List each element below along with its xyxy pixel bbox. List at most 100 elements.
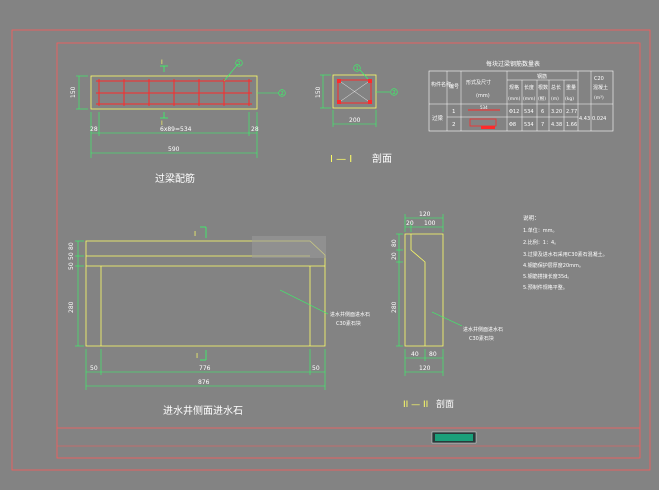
curb-marker-top: I: [194, 230, 196, 238]
curb-section-top-dim: 120: [419, 211, 431, 218]
table-row: 2 Φ8 534 7 4.38 1.66: [452, 118, 577, 129]
svg-text:1.66: 1.66: [566, 122, 577, 128]
curb-annotation-1: 进水井侧面进水石: [330, 311, 370, 318]
svg-text:规格: 规格: [509, 84, 519, 91]
curb-section-bottom-total: 120: [419, 365, 431, 372]
table-header-concrete-sub: 混凝土: [593, 84, 608, 91]
beam-left-end-dim: 28: [90, 126, 98, 133]
svg-text:重量: 重量: [566, 84, 576, 91]
section-title-roman: I — I: [330, 154, 352, 165]
svg-text:7: 7: [541, 122, 544, 128]
curb-section-title: 剖面: [436, 398, 454, 410]
table-header-shape: 形式及尺寸: [466, 79, 491, 86]
curb-left-dim-1: 50: [68, 252, 75, 260]
table-header-concrete: C20: [594, 76, 604, 82]
svg-text:2.77: 2.77: [566, 109, 577, 115]
curb-left-dim-2: 50: [68, 262, 75, 270]
curb-stone-elevation: I I 80 50 50 280 进水井侧面进水石 C30素石块 50 776 …: [68, 226, 370, 417]
curb-title: 进水井侧面进水石: [163, 404, 243, 417]
section-marker-top: I: [161, 59, 163, 66]
callout-2: [278, 89, 286, 97]
curb-section-top-right: 100: [424, 220, 436, 227]
svg-text:2: 2: [281, 91, 284, 97]
curb-bottom-mid: 776: [199, 365, 211, 372]
curb-section-outline: [404, 233, 444, 347]
note-item: 2.比例：1：4。: [523, 239, 559, 246]
beam-overall-dim: 590: [168, 146, 180, 153]
note-item: 3.过梁及进水石采用C30素石混凝土。: [523, 251, 608, 258]
table-header-group: 钢筋: [537, 73, 547, 80]
beam-spacing-dim: 6x89=534: [160, 126, 192, 133]
table-header-component: 构件名称: [431, 81, 451, 88]
svg-text:(根): (根): [538, 95, 546, 102]
svg-text:长度: 长度: [524, 84, 534, 91]
section-width-dim: 200: [349, 117, 361, 124]
section-stirrup: [337, 79, 372, 104]
svg-text:根数: 根数: [538, 84, 548, 91]
section-callout-1: [353, 64, 361, 72]
table-title: 每块过梁钢筋数量表: [486, 60, 540, 68]
section-rebars: [337, 79, 372, 104]
curb-section-annotation-2: C30素石块: [469, 335, 494, 342]
svg-text:1: 1: [238, 61, 241, 67]
svg-text:Φ12: Φ12: [509, 109, 519, 115]
section-outline: [332, 74, 377, 109]
svg-text:1: 1: [452, 109, 456, 115]
svg-text:(m): (m): [551, 96, 559, 102]
svg-text:534: 534: [524, 109, 534, 115]
callout-1: [235, 59, 243, 67]
beam-elevation: I I 1 2 150 28 6x89=534 28 590 过梁配筋: [70, 59, 286, 185]
section-callout-2: [390, 88, 398, 96]
svg-text:1: 1: [356, 66, 359, 72]
svg-text:534: 534: [480, 105, 488, 110]
title-block-stamp: [431, 431, 477, 444]
curb-section-bottom-right: 80: [429, 351, 437, 358]
svg-text:Φ8: Φ8: [509, 122, 516, 128]
curb-left-dim-0: 80: [68, 242, 75, 250]
curb-overall-dim: 876: [198, 379, 210, 386]
curb-section-left-dim-1: 20: [391, 252, 398, 260]
curb-bottom-left: 50: [90, 365, 98, 372]
stirrups: [98, 79, 250, 106]
notes: 说明： 1.单位：mm。 2.比例：1：4。 3.过梁及进水石采用C30素石混凝…: [523, 214, 608, 291]
curb-section-top-left: 20: [406, 220, 414, 227]
rebar-table: 每块过梁钢筋数量表 构件名称 编号 形式及尺寸 (mm) 钢筋 规格 长度 根数…: [428, 60, 614, 132]
table-header-no: 编号: [449, 83, 459, 90]
section-height-dim: 150: [315, 86, 322, 98]
curb-section-left-dim-0: 80: [391, 239, 398, 247]
beam-height-dim: 150: [70, 86, 77, 98]
table-row-label: 过梁: [432, 114, 444, 122]
curb-section-title-roman: II — II: [403, 400, 428, 410]
svg-text:3.20: 3.20: [551, 109, 562, 115]
svg-text:2: 2: [452, 122, 456, 128]
notes-heading: 说明：: [523, 214, 540, 222]
note-item: 1.单位：mm。: [523, 227, 558, 234]
note-item: 5.钢筋搭接长度35d。: [523, 273, 572, 280]
curb-section-annotation-1: 进水井侧面进水石: [463, 326, 503, 333]
svg-text:总长: 总长: [551, 84, 561, 91]
beam-outline: [90, 75, 258, 110]
table-row: 1 534 Φ12 534 6 3.20 2.77: [452, 105, 577, 115]
outer-frame: [11, 29, 651, 471]
curb-section: 120 20 100 80 20 280 进水井侧面进水石 C30素石块 40 …: [391, 211, 503, 410]
curb-section-height-dim: 280: [391, 301, 398, 313]
svg-text:2: 2: [393, 90, 396, 96]
curb-section-bottom-left: 40: [411, 351, 419, 358]
svg-text:6: 6: [541, 109, 544, 115]
note-item: 5.预制件规格平整。: [523, 284, 568, 291]
beam-right-end-dim: 28: [251, 126, 259, 133]
beam-title: 过梁配筋: [155, 172, 195, 185]
curb-bottom-right: 50: [312, 365, 320, 372]
note-item: 4.钢筋保护层厚度20mm。: [523, 262, 584, 269]
curb-height-dim: 280: [68, 301, 75, 313]
table-header-shape-unit: (mm): [476, 93, 490, 99]
svg-text:(mm): (mm): [523, 96, 536, 102]
svg-text:4.38: 4.38: [551, 122, 562, 128]
svg-text:534: 534: [524, 122, 534, 128]
inner-frame: [56, 42, 641, 459]
table-sub-headers: 规格 长度 根数 总长 重量 (mm) (mm) (根) (m) (kg): [508, 84, 576, 102]
table-header-concrete-unit: (m³): [594, 95, 604, 101]
svg-text:(kg): (kg): [565, 96, 574, 102]
